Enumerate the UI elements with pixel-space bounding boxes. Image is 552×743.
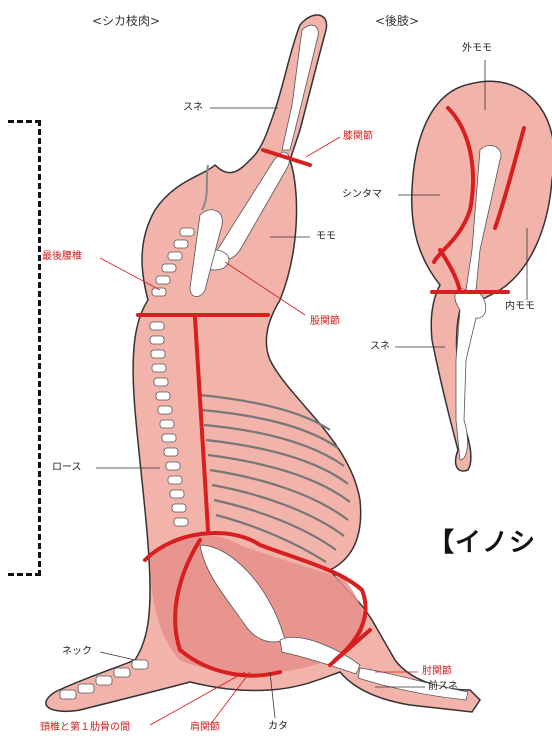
label-outer-thigh: 外モモ — [462, 44, 492, 54]
dashed-frame — [8, 120, 41, 576]
label-knee-joint: 膝関節 — [343, 132, 373, 142]
label-shank-top: スネ — [183, 103, 203, 113]
label-hip-joint: 股関節 — [310, 317, 340, 327]
label-round: シンタマ — [342, 190, 382, 200]
hind-leg-header: <後肢> — [375, 12, 419, 29]
label-inner-thigh: 内モモ — [505, 302, 535, 312]
label-loin: ロース — [52, 463, 82, 473]
label-neck-rib: 頸椎と第１肋骨の間 — [40, 723, 130, 733]
side-title: 【イノシ — [428, 522, 536, 559]
label-shoulder-joint: 肩関節 — [190, 723, 220, 733]
label-elbow-joint: 肘関節 — [422, 667, 452, 677]
label-hind-shank: スネ — [370, 342, 390, 352]
label-neck: ネック — [62, 647, 92, 657]
label-shoulder: カタ — [268, 722, 288, 732]
label-last-lumbar: 最後腰椎 — [42, 252, 82, 262]
label-thigh: モモ — [316, 232, 336, 242]
hind-leg-outline — [412, 81, 552, 471]
label-fore-shank: 前スネ — [428, 682, 458, 692]
carcass-header: <シカ枝肉> — [92, 12, 160, 29]
hind-leg — [395, 60, 552, 471]
